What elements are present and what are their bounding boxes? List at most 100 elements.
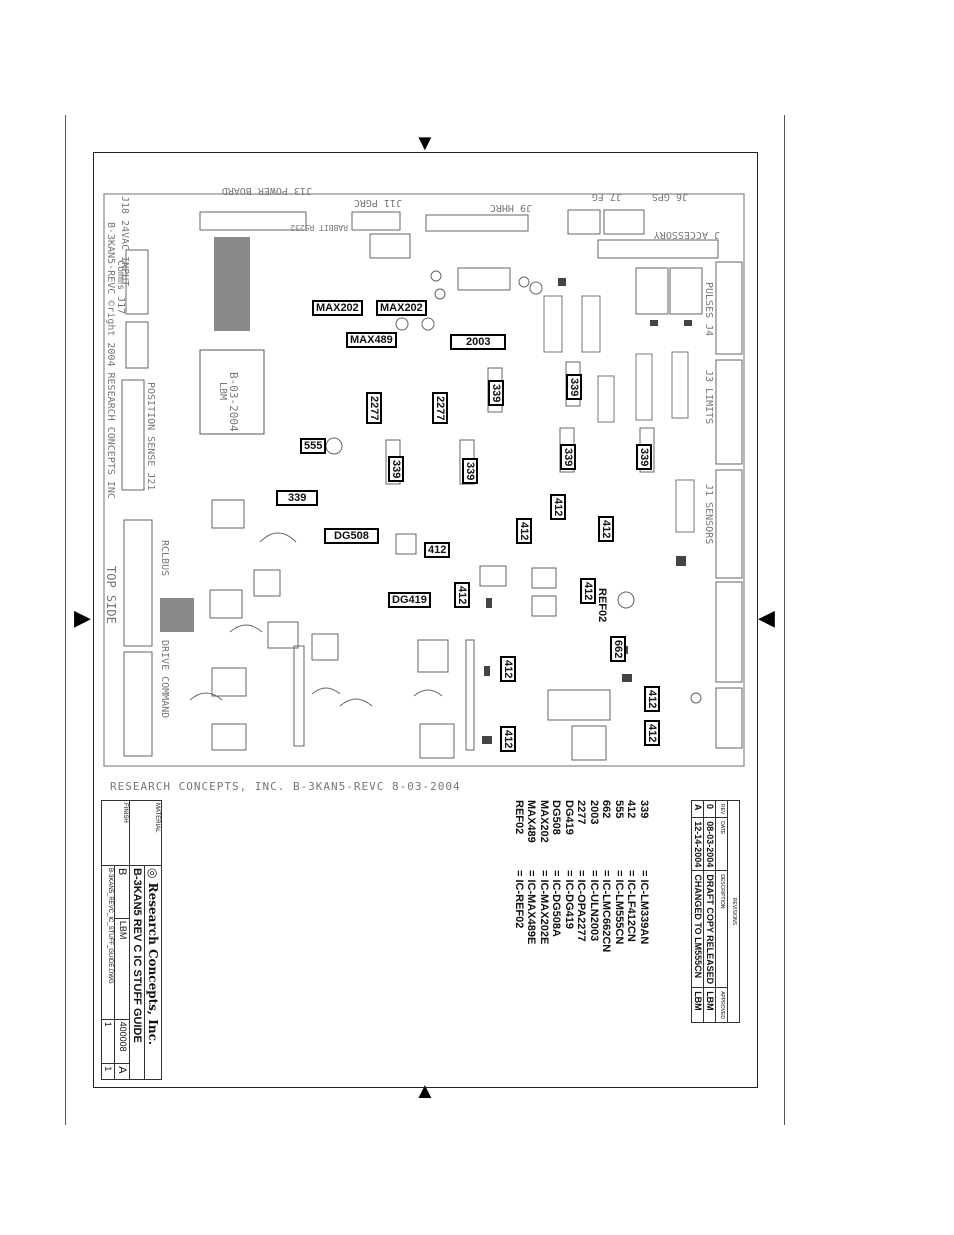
material-field: MATERIAL — [129, 800, 162, 866]
module-rabbit-gray — [214, 237, 250, 331]
ic-tag-412: 412 — [644, 720, 660, 747]
legend-row: 555= IC-LM555CN — [613, 800, 625, 945]
revision-row: 0 08-03-2004 DRAFT COPY RELEASED LBM — [703, 800, 716, 1023]
ic-tag-412: 412 — [424, 542, 451, 558]
legend-row: REF02= IC-REF02 — [513, 800, 525, 929]
drawn-field: LBM — [114, 918, 130, 1020]
silk-connector-j9: J9 HHRC — [489, 202, 532, 213]
ic-tag-339: 339 — [462, 458, 478, 485]
chip-b03-2004 — [199, 349, 265, 435]
ic-tag-max489: MAX489 — [346, 332, 397, 348]
connector-j9 — [425, 214, 529, 232]
finish-field: FINISH — [101, 800, 130, 866]
legend-row: DG508= IC-DG508A — [550, 800, 563, 937]
size-field: B — [114, 865, 130, 919]
ic-tag-2277: 2277 — [366, 392, 382, 425]
relay-1 — [635, 267, 669, 315]
silk-bottom: RESEARCH CONCEPTS, INC. B-3KAN5-REVC 8-0… — [110, 780, 461, 793]
silk-chip-sub: LBM — [217, 382, 228, 401]
sheet-field: 1 — [101, 1019, 115, 1064]
silk-side-text: B-3KAN5-REVC ©right 2004 RESEARCH CONCEP… — [105, 222, 116, 499]
rev-field: A — [114, 1063, 130, 1080]
ic-tag-max202: MAX202 — [376, 300, 427, 316]
ic-tag-412: 412 — [500, 656, 516, 683]
company-logo: ◎ Research Concepts, Inc. — [144, 865, 162, 1080]
ic-tag-412: 412 — [454, 582, 470, 609]
legend-row: 412= IC-LF412CN — [625, 800, 638, 942]
arrow-top-icon: ▼ — [414, 130, 436, 155]
silk-connector-j20: DRIVE COMMAND — [159, 640, 170, 719]
connector-j20 — [123, 651, 153, 757]
desc-col-header: DESCRIPTION — [715, 870, 728, 988]
revisions-header: REVISIONS — [727, 800, 740, 1023]
silk-rabbit: RABBIT RS232 — [290, 223, 348, 232]
ic-tag-412: 412 — [550, 494, 566, 521]
connector-accessory — [597, 239, 719, 259]
silk-connector-j11: J11 PGRC — [353, 197, 402, 208]
ic-tag-max202: MAX202 — [312, 300, 363, 316]
arrow-right-icon: ◀ — [758, 605, 775, 630]
connector-j-bottom-right — [715, 687, 743, 749]
ic-tag-ref02: REF02 — [596, 586, 608, 625]
rev-col-header: REV — [715, 800, 728, 818]
ic-tag-412: 412 — [644, 686, 660, 713]
connector-j6 — [603, 209, 645, 235]
approved-col-header: APPROVED — [715, 987, 728, 1023]
connector-j21 — [121, 379, 145, 491]
ic-tag-555: 555 — [300, 438, 327, 454]
ic-tag-dg508: DG508 — [324, 528, 379, 544]
silk-connector-j7: J7 FG — [591, 191, 622, 202]
company-logo-icon: ◎ — [146, 868, 160, 879]
legend-row: MAX489= IC-MAX489E — [525, 800, 538, 945]
date-col-header: DATE — [715, 817, 728, 871]
silk-connector-j4: PULSES J4 — [703, 282, 714, 337]
ic-tag-339: 339 — [560, 444, 576, 471]
connector-j-right — [715, 581, 743, 683]
connector-j13 — [199, 211, 307, 231]
silk-top-side: TOP SIDE — [104, 566, 118, 624]
silk-connector-j6: J6 GPS — [651, 191, 688, 202]
relay-2 — [669, 267, 703, 315]
file-field: B-3KAN5_REVC_IC_STUFF_GUIDE.DWG — [101, 865, 115, 1020]
title-block: MATERIAL ◎ Research Concepts, Inc. B-3KA… — [101, 800, 162, 1080]
right-margin-line — [784, 115, 785, 1125]
connector-j7 — [567, 209, 601, 235]
of-field: 1 — [101, 1063, 115, 1080]
ic-tag-339: 339 — [276, 490, 319, 506]
ic-tag-2003: 2003 — [450, 334, 507, 350]
legend-row: 662= IC-LMC662CN — [600, 800, 613, 953]
arrow-left-icon: ▶ — [74, 605, 91, 630]
pcb-outline — [103, 193, 745, 767]
legend-row: MAX202= IC-MAX202E — [538, 800, 550, 945]
silk-chip-label: B-03-2004 — [227, 372, 240, 432]
connector-j3 — [715, 359, 743, 465]
ic-tag-339: 339 — [566, 374, 582, 401]
ic-tag-dg419: DG419 — [388, 592, 431, 608]
ic-tag-339: 339 — [488, 380, 504, 407]
module-gray-small — [160, 598, 194, 632]
left-margin-line — [65, 115, 66, 1125]
arrow-bottom-icon: ▲ — [414, 1078, 436, 1103]
connector-j17 — [125, 249, 149, 315]
ic-legend: 339= IC-LM339AN 412= IC-LF412CN 555= IC-… — [513, 800, 650, 953]
dwg-no-field: 400008 — [114, 1019, 130, 1064]
ic-tag-339: 339 — [388, 456, 404, 483]
ic-tag-412: 412 — [580, 578, 596, 605]
legend-row: 339= IC-LM339AN — [638, 800, 650, 945]
revision-block: REVISIONS REV DATE DESCRIPTION APPROVED … — [691, 800, 740, 1023]
silk-connector-accessory: J ACCESSORY — [653, 229, 720, 240]
ic-tag-412: 412 — [500, 726, 516, 753]
ic-tag-662: 662 — [610, 636, 626, 663]
ic-tag-412: 412 — [598, 516, 614, 543]
silk-connector-j17: Comms J17 — [115, 260, 126, 315]
silk-connector-j21: POSITION SENSE J21 — [145, 382, 156, 491]
ic-tag-412: 412 — [516, 518, 532, 545]
silk-connector-j13: J13 POWER BOARD — [221, 185, 312, 196]
revision-row: A 12-14-2004 CHANGED TO LM555CN LBM — [691, 800, 704, 1023]
connector-isp — [125, 321, 149, 369]
silk-connector-j19: RCLBUS — [159, 540, 170, 577]
legend-row: 2277= IC-OPA2277 — [575, 800, 588, 942]
silk-connector-j3: J3 LIMITS — [703, 370, 714, 425]
drawing-title: B-3KAN5 REV C IC STUFF GUIDE — [129, 865, 145, 1080]
